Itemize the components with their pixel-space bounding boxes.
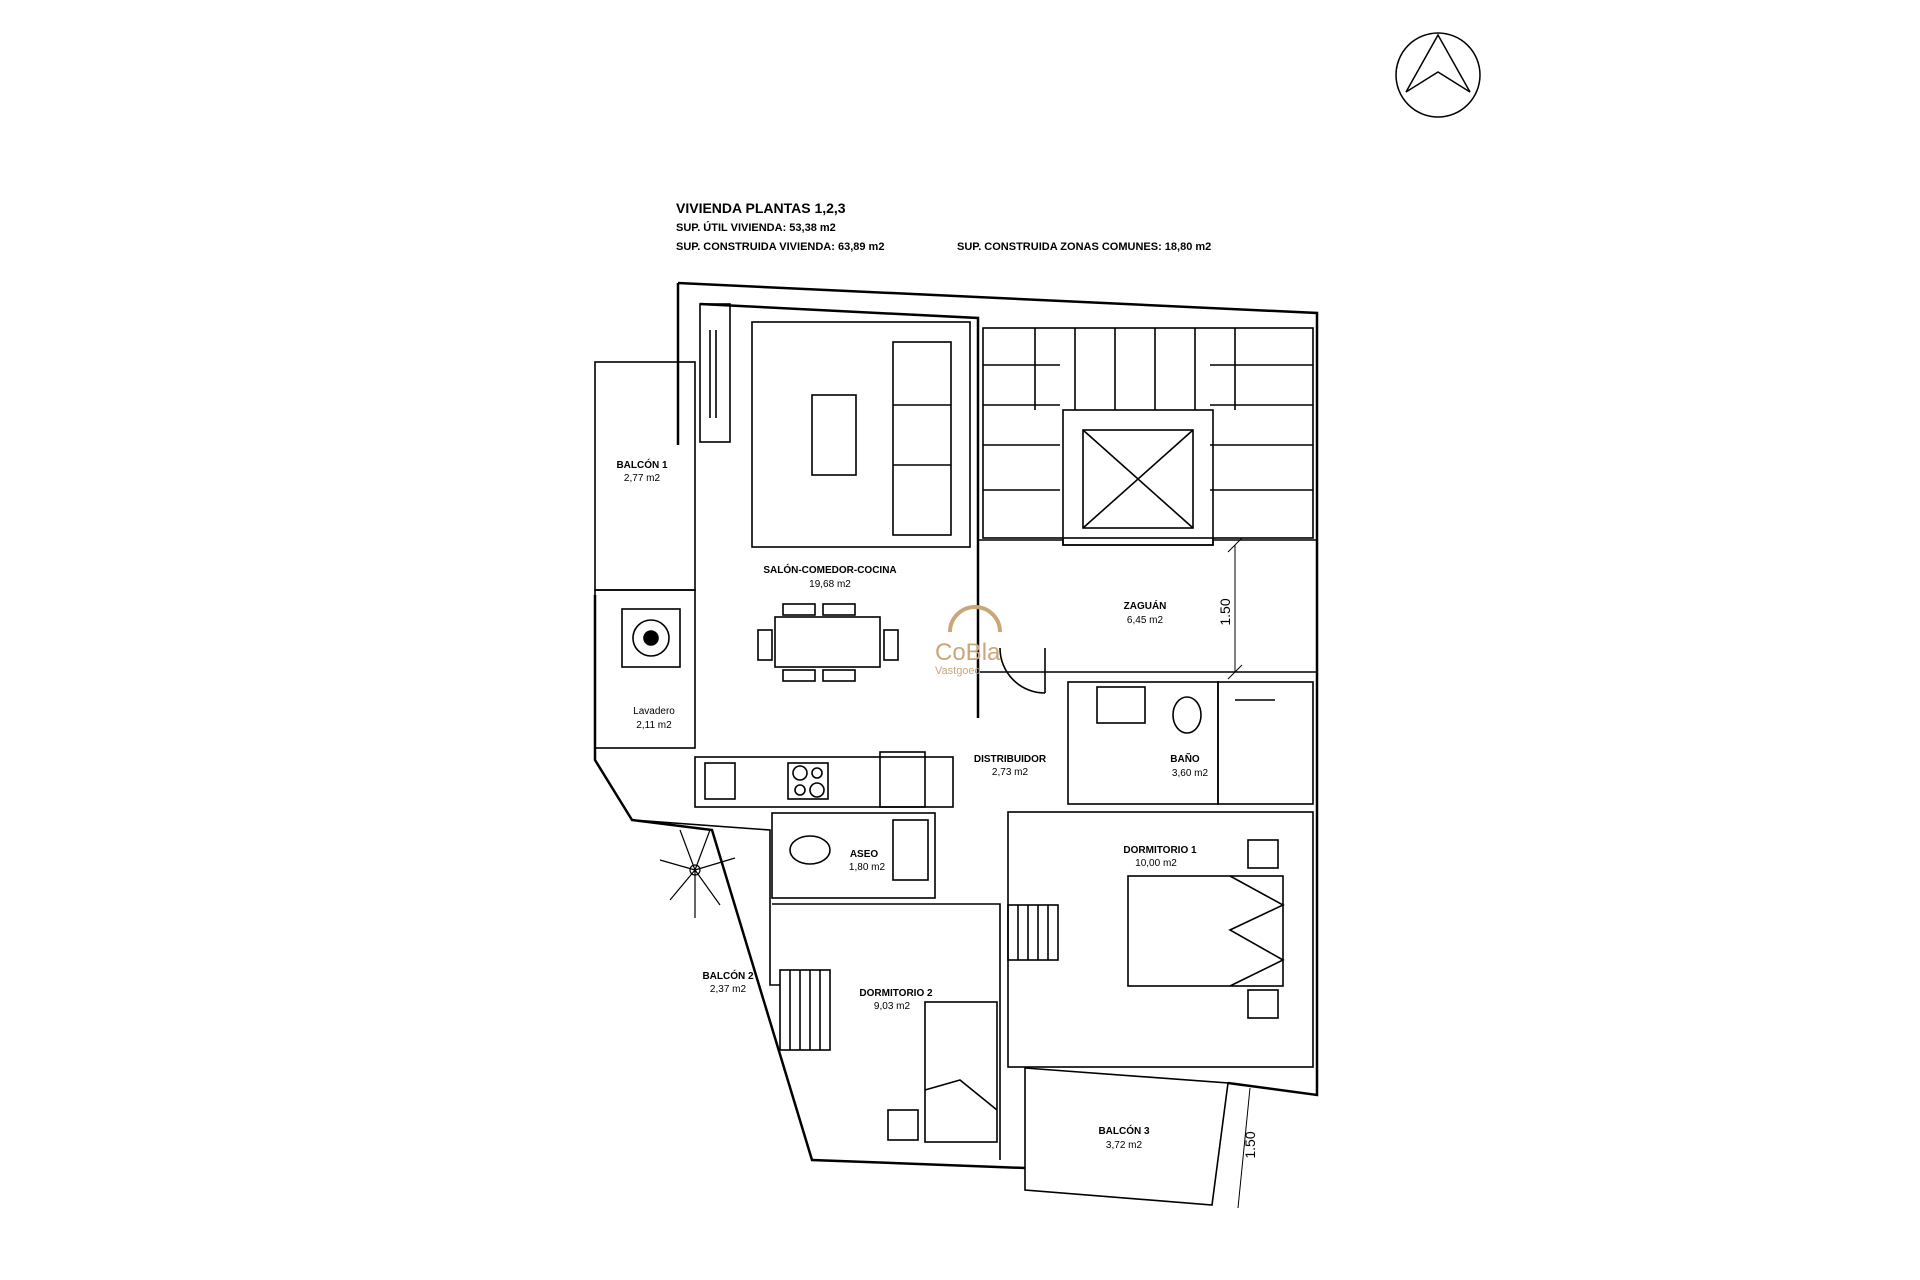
dimension-zaguan [1227, 537, 1243, 680]
wardrobe-d2 [779, 969, 831, 1051]
watermark-arc-icon [948, 605, 1002, 633]
dimension-balcon3 [1237, 1087, 1251, 1209]
balcon2-area: 2,37 m2 [710, 984, 747, 995]
single-bed-icon [924, 1001, 998, 1143]
lavadero-outline [594, 589, 696, 749]
dormitorio2-area: 9,03 m2 [874, 1001, 911, 1012]
sofa-icon [892, 341, 952, 536]
balcon1-name: BALCÓN 1 [616, 458, 668, 471]
rug [751, 321, 971, 548]
aseo-area: 1,80 m2 [849, 862, 886, 873]
zaguan-name: ZAGUÁN [1124, 599, 1167, 612]
watermark-logo: CoBla Vastgoed [935, 605, 1002, 677]
sup-construida: SUP. CONSTRUIDA VIVIENDA: 63,89 m2 [676, 241, 885, 253]
balcon3-name: BALCÓN 3 [1098, 1124, 1150, 1137]
coffee-table [811, 394, 857, 476]
plant-icon [659, 829, 736, 918]
dormitorio2-outline [772, 903, 1001, 1160]
balcon2-name: BALCÓN 2 [702, 969, 754, 982]
sup-util: SUP. ÚTIL VIVIENDA: 53,38 m2 [676, 222, 836, 234]
lavadero-area: 2,11 m2 [636, 720, 672, 731]
watermark-line1: CoBla [935, 639, 1001, 666]
wardrobe-living [699, 303, 731, 443]
kitchen-counter [694, 756, 954, 808]
dining-table [774, 616, 881, 668]
double-bed-icon [1127, 875, 1284, 987]
bano-toilet-icon [1172, 696, 1202, 734]
fridge-icon [879, 751, 926, 808]
salon-name: SALÓN-COMEDOR-COCINA [763, 563, 896, 576]
balcon3-outline [1024, 1067, 1229, 1206]
salon-area: 19,68 m2 [809, 579, 851, 590]
zaguan-area: 6,45 m2 [1127, 615, 1164, 626]
stairwell [982, 327, 1314, 539]
dormitorio1-area: 10,00 m2 [1135, 858, 1177, 869]
dormitorio1-name: DORMITORIO 1 [1123, 845, 1197, 856]
dormitorio2-name: DORMITORIO 2 [859, 988, 933, 999]
outer-walls [593, 281, 1319, 1170]
entry-door-arc [999, 647, 1046, 694]
balcon1-area: 2,77 m2 [624, 473, 661, 484]
cooktop-icon [787, 762, 829, 800]
dimension-zaguan-label: 1.50 [1217, 598, 1233, 625]
bano-name: BAÑO [1170, 752, 1200, 765]
balcon3-area: 3,72 m2 [1106, 1140, 1143, 1151]
sink-icon [704, 762, 736, 800]
north-arrow-icon [1395, 32, 1481, 118]
aseo-sink-icon [892, 819, 929, 881]
balcon2-outline [631, 819, 780, 986]
dimension-balcon3-label: 1.50 [1242, 1131, 1258, 1158]
sup-comunes: SUP. CONSTRUIDA ZONAS COMUNES: 18,80 m2 [957, 241, 1212, 253]
distribuidor-name: DISTRIBUIDOR [974, 754, 1047, 765]
washer-icon [621, 608, 681, 668]
bano-area: 3,60 m2 [1172, 768, 1209, 779]
wardrobe-d1 [1007, 904, 1059, 961]
bano-sink-icon [1096, 686, 1146, 724]
lavadero-name: Lavadero [633, 706, 675, 717]
shower-icon [1217, 681, 1314, 805]
aseo-toilet-icon [789, 835, 831, 865]
watermark-line2: Vastgoed [935, 665, 981, 677]
aseo-outline [771, 812, 936, 899]
aseo-name: ASEO [850, 849, 879, 860]
plan-title: VIVIENDA PLANTAS 1,2,3 [676, 200, 846, 216]
distribuidor-area: 2,73 m2 [992, 767, 1029, 778]
